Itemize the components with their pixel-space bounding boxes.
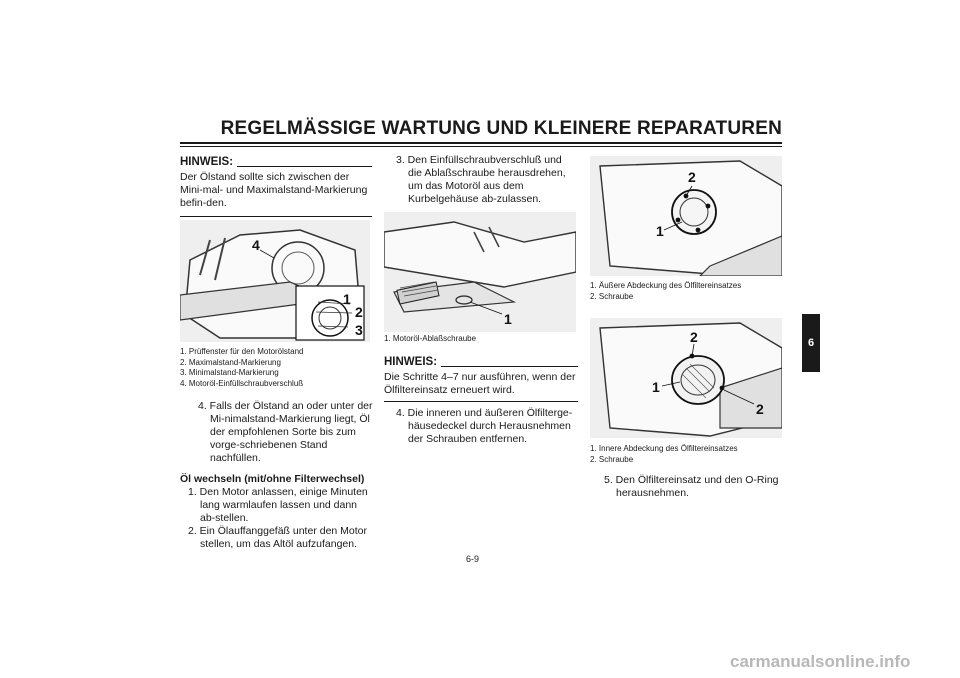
- note-heading: HINWEIS:: [180, 156, 372, 169]
- caption-3: 3. Minimalstand-Markierung: [180, 368, 279, 377]
- middle-column-step3: 3. Den Einfüllschraubverschluß und die A…: [384, 154, 578, 206]
- left-column-steps: 4. Falls der Ölstand an oder unter der M…: [180, 400, 374, 551]
- step-2-drain-pan: 2. Ein Ölauffanggefäß unter den Motor st…: [188, 525, 368, 550]
- callout-2-right: 2: [756, 401, 764, 417]
- inner-cover-illustration: 2 1 2: [590, 318, 782, 438]
- note-text: Der Ölstand sollte sich zwischen der Min…: [180, 171, 368, 209]
- section-heading: Öl wechseln (mit/ohne Filterwechsel): [180, 473, 365, 485]
- watermark-text: carmanualsonline.info: [730, 652, 911, 671]
- callout-2: 2: [355, 304, 363, 320]
- right-figure1-captions: 1. Äußere Abdeckung des Ölfiltereinsatze…: [590, 281, 790, 302]
- callout-1: 1: [652, 379, 660, 395]
- callout-2: 2: [688, 169, 696, 185]
- step-5-remove-filter: 5. Den Ölfiltereinsatz und den O-Ring he…: [604, 474, 779, 499]
- caption-2: 2. Maximalstand-Markierung: [180, 357, 281, 367]
- engine-illustration: 4 1 2 3: [180, 220, 370, 342]
- callout-1: 1: [656, 223, 664, 239]
- drain-bolt-illustration: 1: [384, 212, 576, 332]
- caption-1: 1. Prüffenster für den Motorölstand: [180, 347, 304, 356]
- step-4-remove-covers: 4. Die inneren und äußeren Ölfilterge-hä…: [396, 407, 573, 445]
- outer-cover-illustration: 2 1: [590, 156, 782, 276]
- chapter-tab[interactable]: 6: [802, 314, 820, 372]
- caption-1: 1. Motoröl-Ablaßschraube: [384, 334, 477, 343]
- note-end-rule: [180, 216, 372, 217]
- callout-1: 1: [343, 291, 351, 307]
- right-column-step5: 5. Den Ölfiltereinsatz und den O-Ring he…: [590, 474, 784, 500]
- left-column: HINWEIS: Der Ölstand sollte sich zwische…: [180, 156, 372, 217]
- middle-column-note: HINWEIS: Die Schritte 4–7 nur ausführen,…: [384, 356, 578, 446]
- caption-2: 2. Schraube: [590, 291, 634, 301]
- step-4-refill: 4. Falls der Ölstand an oder unter der M…: [198, 400, 373, 464]
- callout-3: 3: [355, 322, 363, 338]
- right-figure2-captions: 1. Innere Abdeckung des Ölfiltereinsatze…: [590, 444, 790, 465]
- caption-4: 4. Motoröl-Einfüllschraubverschluß: [180, 378, 304, 388]
- figure-inner-cover: 2 1 2: [590, 318, 782, 438]
- caption-1: 1. Innere Abdeckung des Ölfiltereinsatze…: [590, 444, 738, 453]
- title-rule-thin: [180, 146, 782, 147]
- note-text: Die Schritte 4–7 nur ausführen, wenn der…: [384, 371, 576, 396]
- page-title: REGELMÄSSIGE WARTUNG UND KLEINERE REPARA…: [220, 118, 782, 139]
- note-heading: HINWEIS:: [384, 356, 578, 369]
- callout-2-top: 2: [690, 329, 698, 345]
- figure-drain-bolt: 1: [384, 212, 576, 332]
- caption-2: 2. Schraube: [590, 454, 634, 464]
- note-end-rule: [384, 401, 578, 402]
- middle-figure-captions: 1. Motoröl-Ablaßschraube: [384, 334, 584, 345]
- callout-1: 1: [504, 311, 512, 327]
- left-figure-captions: 1. Prüffenster für den Motorölstand 2. M…: [180, 347, 380, 389]
- note-title: HINWEIS:: [180, 156, 234, 168]
- figure-outer-cover: 2 1: [590, 156, 782, 276]
- step-3-drain: 3. Den Einfüllschraubverschluß und die A…: [396, 154, 566, 205]
- page-number: 6-9: [466, 554, 480, 564]
- title-rule: [180, 142, 782, 144]
- callout-4: 4: [252, 237, 260, 253]
- note-title: HINWEIS:: [384, 356, 438, 368]
- figure-oil-level-window: 4 1 2 3: [180, 220, 370, 342]
- step-1-warmup: 1. Den Motor anlassen, einige Minuten la…: [188, 486, 368, 524]
- caption-1: 1. Äußere Abdeckung des Ölfiltereinsatze…: [590, 281, 742, 290]
